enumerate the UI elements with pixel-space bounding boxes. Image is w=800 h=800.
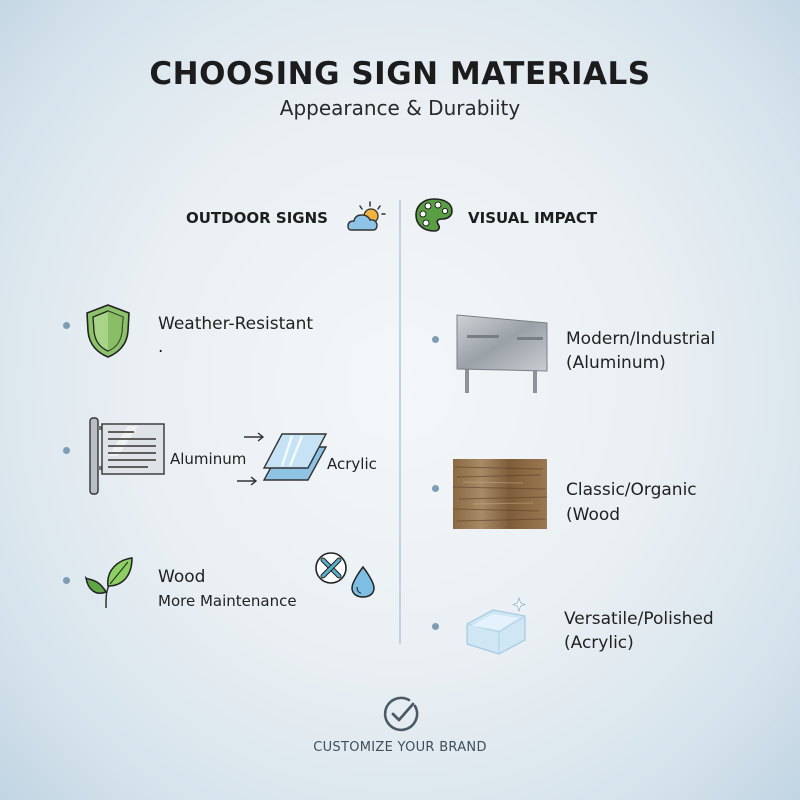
classic-organic-label: Classic/Organic: [566, 480, 697, 500]
leaf-icon: [84, 556, 134, 610]
check-circle-icon: [381, 694, 421, 734]
wood-panel-icon: [453, 459, 547, 529]
wood-parenthetical: (Wood: [566, 505, 621, 525]
water-drop-icon: [350, 565, 376, 599]
acrylic-block-icon: [463, 596, 535, 660]
bullet: [432, 623, 439, 630]
arrow-right-icon: [236, 476, 258, 486]
wood-label: Wood: [158, 567, 206, 587]
aluminum-parenthetical: (Aluminum): [566, 353, 666, 373]
acrylic-label: Acrylic: [327, 455, 377, 473]
bullet: [432, 336, 439, 343]
weather-resistant-label: Weather-Resistant: [158, 314, 314, 334]
column-divider: [399, 200, 401, 644]
page-subtitle: Appearance & Durabiity: [279, 96, 521, 120]
shield-icon: [84, 303, 132, 359]
page-title: CHOOSING SIGN MATERIALS: [149, 56, 651, 92]
visual-impact-heading: VISUAL IMPACT: [468, 209, 598, 227]
tools-icon: [314, 551, 348, 585]
customize-brand-label: CUSTOMIZE YOUR BRAND: [313, 740, 487, 755]
palette-icon: [414, 197, 454, 233]
bullet: [63, 577, 70, 584]
acrylic-parenthetical: (Acrylic): [564, 633, 634, 653]
versatile-polished-label: Versatile/Polished: [564, 609, 714, 629]
aluminum-label: Aluminum: [170, 450, 247, 468]
more-maintenance-label: More Maintenance: [158, 592, 297, 610]
outdoor-signs-heading: OUTDOOR SIGNS: [186, 209, 328, 227]
metal-sign-icon: [453, 313, 549, 395]
bullet: [432, 485, 439, 492]
acrylic-sheets-icon: [262, 432, 328, 482]
bullet: [63, 447, 70, 454]
modern-industrial-label: Modern/Industrial: [566, 329, 716, 349]
weather-resistant-sublabel: .: [158, 337, 164, 357]
arrow-right-icon: [243, 432, 265, 442]
aluminum-sign-icon: [88, 416, 166, 496]
bullet: [63, 322, 70, 329]
sun-cloud-icon: [346, 200, 386, 234]
